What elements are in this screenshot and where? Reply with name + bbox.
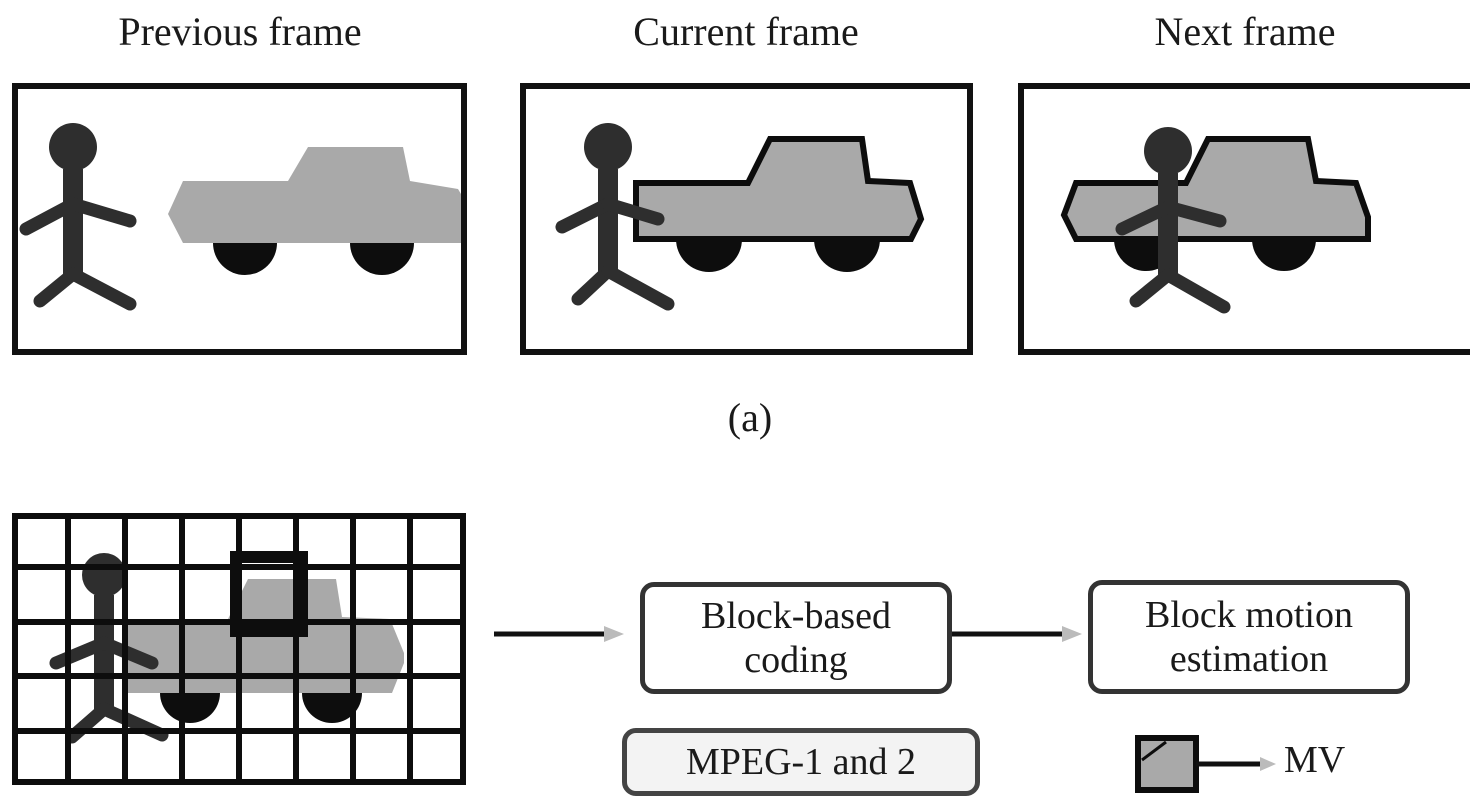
mv-label: MV [1284, 738, 1345, 782]
current-frame-title: Current frame [516, 8, 976, 55]
mpeg-label-box: MPEG-1 and 2 [622, 728, 980, 796]
caption-a: (a) [700, 394, 800, 441]
next-frame-title: Next frame [1015, 8, 1470, 55]
block-grid-frame [12, 513, 466, 785]
mpeg-label: MPEG-1 and 2 [686, 740, 916, 784]
mv-legend-icon [1132, 732, 1302, 798]
current-frame [520, 83, 973, 355]
block-motion-estimation-label: Block motion estimation [1109, 593, 1389, 681]
previous-frame [12, 83, 467, 355]
person-figure [562, 123, 668, 304]
car-figure [168, 147, 467, 275]
arrow-to-motion-estimation [950, 622, 1090, 646]
block-based-coding-label: Block-based coding [676, 594, 916, 682]
block-motion-estimation-box: Block motion estimation [1088, 580, 1410, 694]
person-figure [26, 123, 130, 304]
next-frame [1018, 83, 1470, 355]
arrow-to-coding [492, 622, 632, 646]
car-figure [636, 139, 921, 272]
car-figure [1064, 139, 1368, 271]
previous-frame-title: Previous frame [10, 8, 470, 55]
block-based-coding-box: Block-based coding [640, 582, 952, 694]
